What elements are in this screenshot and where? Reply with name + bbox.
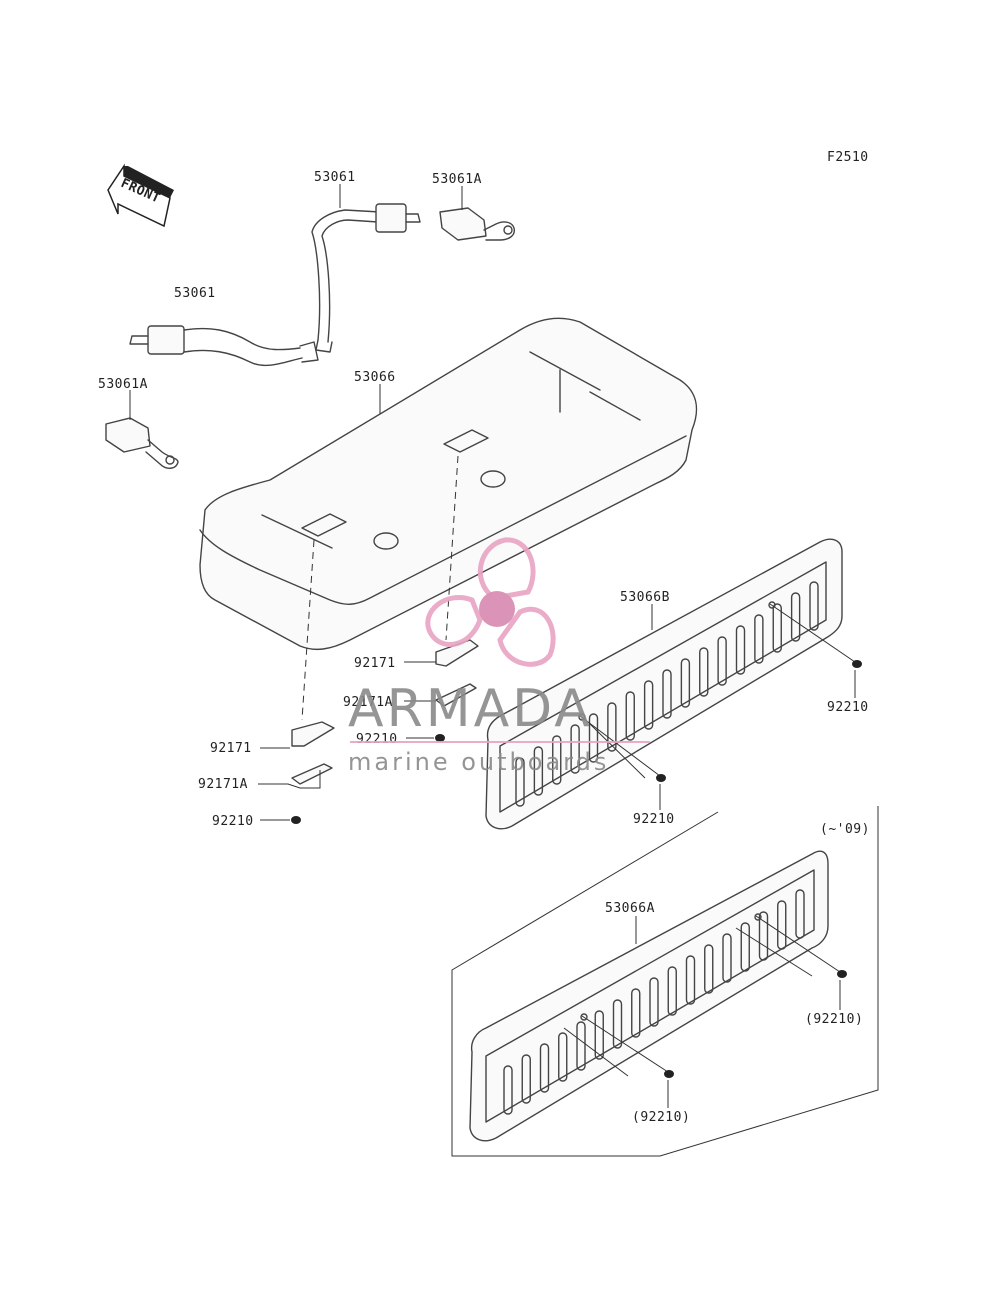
studs-backrest-a — [563, 913, 841, 1077]
callout-bracket-b2: 92171A — [343, 695, 393, 710]
nut-left — [291, 816, 301, 824]
watermark: ARMADA marine outboards — [348, 537, 650, 776]
callout-belt-retractor-left: 53061 — [174, 286, 216, 301]
vent-slot — [649, 977, 659, 1027]
callout-backrest-b: 53066B — [620, 590, 670, 605]
vent-slot — [758, 911, 769, 961]
nut-backrest-a-right — [837, 970, 847, 978]
vent-slot — [521, 1054, 531, 1104]
callout-nut-a: 92210 — [212, 814, 254, 829]
leader-lines — [129, 184, 856, 1108]
mount-line-right — [445, 455, 459, 641]
vent-slot — [503, 1065, 513, 1115]
vent-slot — [777, 900, 787, 950]
callout-bracket-a2: 92171A — [198, 777, 248, 792]
vent-slot — [795, 889, 805, 939]
callout-nut-backrest-a-center: (92210) — [632, 1110, 690, 1125]
vent-slot — [515, 757, 525, 807]
buckle-left — [105, 417, 179, 469]
vent-slot — [576, 1021, 586, 1071]
callout-nut-backrest-a-right: (92210) — [805, 1012, 863, 1027]
backrest-a-slots — [503, 889, 805, 1115]
callout-belt-retractor-right: 53061 — [314, 170, 356, 185]
backrest-b — [485, 538, 843, 830]
backrest-b-slots — [515, 581, 819, 807]
vent-slot — [772, 603, 782, 653]
callout-backrest-a: 53066A — [605, 901, 655, 916]
vent-slot — [631, 988, 641, 1038]
nut-backrest-b-center — [656, 774, 666, 782]
vent-slot — [680, 658, 691, 708]
callout-buckle-right: 53061A — [432, 172, 482, 187]
bracket-left-lower — [291, 763, 333, 785]
studs-backrest-b — [578, 601, 856, 779]
callout-nut-backrest-b-center: 92210 — [633, 812, 675, 827]
bracket-right-lower — [435, 683, 477, 707]
figure-code: F2510 — [827, 150, 869, 165]
nut-backrest-b-right — [852, 660, 862, 668]
vent-slot — [685, 955, 696, 1005]
callout-bracket-b: 92171 — [354, 656, 396, 671]
vent-slot — [588, 713, 599, 763]
vent-slot — [643, 680, 654, 730]
callout-buckle-left: 53061A — [98, 377, 148, 392]
vent-slot — [740, 922, 750, 972]
callout-bracket-a: 92171 — [210, 741, 252, 756]
vent-slot — [722, 933, 732, 983]
vent-slot — [533, 746, 544, 796]
nut-right — [435, 734, 445, 742]
vent-slot — [809, 581, 819, 631]
vent-slot — [717, 636, 727, 686]
vent-slot — [625, 691, 635, 741]
vent-slot — [704, 944, 714, 994]
vent-slot — [790, 592, 801, 642]
version-note: (~'09) — [820, 822, 870, 837]
buckle-right — [439, 207, 515, 241]
front-arrow-icon: FRONT — [107, 163, 174, 228]
vent-slot — [699, 647, 709, 697]
vent-slot — [662, 669, 672, 719]
vent-slot — [607, 702, 617, 752]
bracket-left-upper — [291, 721, 335, 747]
watermark-tagline: marine outboards — [348, 748, 609, 776]
seat-belt-right — [311, 203, 421, 353]
seat-belt-left — [129, 325, 319, 367]
vent-slot — [570, 724, 580, 774]
vent-slot — [754, 614, 764, 664]
nut-backrest-a-center — [664, 1070, 674, 1078]
seat-cushion — [199, 317, 698, 651]
vent-slot — [612, 999, 623, 1049]
vent-slot — [735, 625, 746, 675]
propeller-logo-icon — [425, 537, 556, 667]
callout-nut-b: 92210 — [356, 732, 398, 747]
backrest-a — [469, 850, 829, 1142]
callout-nut-backrest-b-right: 92210 — [827, 700, 869, 715]
vent-slot — [552, 735, 562, 785]
watermark-brand: ARMADA — [348, 679, 593, 739]
vent-slot — [539, 1043, 550, 1093]
mount-line-left — [301, 539, 315, 721]
vent-slot — [667, 966, 677, 1016]
vent-slot — [558, 1032, 568, 1082]
callout-seat: 53066 — [354, 370, 396, 385]
version-frame — [451, 806, 879, 1157]
vent-slot — [594, 1010, 604, 1060]
